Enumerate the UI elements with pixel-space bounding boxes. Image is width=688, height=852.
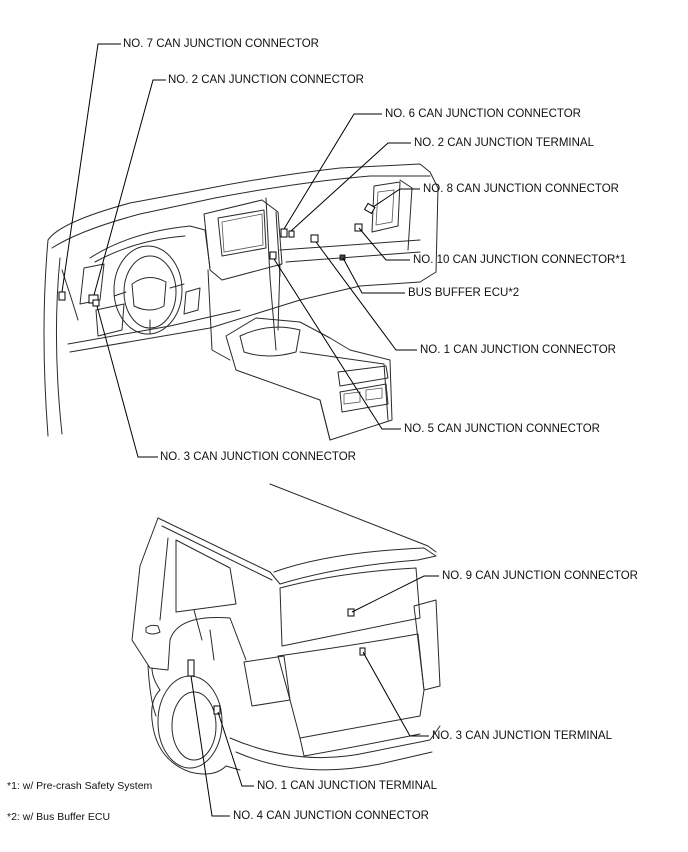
label-no7-can-junction-connector: NO. 7 CAN JUNCTION CONNECTOR: [123, 38, 319, 50]
no8-connector-marker: [363, 202, 376, 215]
label-no1-can-junction-connector: NO. 1 CAN JUNCTION CONNECTOR: [420, 344, 616, 356]
no4-connector-marker: [187, 659, 195, 677]
no3-terminal-marker: [359, 647, 366, 656]
label-no2-can-junction-terminal: NO. 2 CAN JUNCTION TERMINAL: [414, 137, 594, 149]
label-no4-can-junction-connector: NO. 4 CAN JUNCTION CONNECTOR: [233, 810, 429, 822]
label-bus-buffer-ecu: BUS BUFFER ECU*2: [408, 287, 520, 299]
no6-connector-marker: [280, 228, 288, 238]
label-no1-can-junction-terminal: NO. 1 CAN JUNCTION TERMINAL: [257, 780, 437, 792]
label-no8-can-junction-connector: NO. 8 CAN JUNCTION CONNECTOR: [423, 183, 619, 195]
footnote-bus-buffer: *2: w/ Bus Buffer ECU: [7, 811, 111, 823]
leader-lines-upper: [61, 43, 420, 458]
no10-connector-marker: [354, 223, 363, 232]
no9-connector-marker: [347, 608, 355, 617]
label-no10-can-junction-connector: NO. 10 CAN JUNCTION CONNECTOR*1: [413, 254, 627, 266]
label-no3-can-junction-terminal: NO. 3 CAN JUNCTION TERMINAL: [432, 730, 612, 742]
footnote-pre-crash: *1: w/ Pre-crash Safety System: [7, 780, 153, 792]
bus-buffer-ecu-marker: [339, 254, 346, 261]
no7-connector-marker: [58, 291, 66, 301]
label-no3-can-junction-connector: NO. 3 CAN JUNCTION CONNECTOR: [160, 451, 356, 463]
no1-connector-marker: [310, 234, 319, 243]
no3-connector-marker: [92, 299, 100, 307]
no1-terminal-marker: [213, 705, 221, 715]
rear-vehicle-illustration: [131, 483, 441, 775]
label-no2-can-junction-connector: NO. 2 CAN JUNCTION CONNECTOR: [168, 74, 364, 86]
dashboard-connectors: [58, 202, 376, 307]
label-no5-can-junction-connector: NO. 5 CAN JUNCTION CONNECTOR: [404, 423, 600, 435]
no5-connector-marker: [269, 251, 277, 260]
no2-terminal-marker: [288, 230, 295, 238]
label-no6-can-junction-connector: NO. 6 CAN JUNCTION CONNECTOR: [385, 108, 581, 120]
leader-lines-lower: [190, 575, 439, 817]
rear-connectors: [187, 608, 366, 715]
label-no9-can-junction-connector: NO. 9 CAN JUNCTION CONNECTOR: [442, 570, 638, 582]
dashboard-illustration: [43, 163, 439, 441]
